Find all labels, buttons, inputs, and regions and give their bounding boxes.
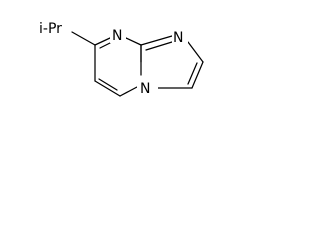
bond-c2-c3 [191, 61, 204, 89]
bond-n8-c8a [125, 37, 142, 46]
atom-label-n-bridgehead: N [140, 81, 150, 97]
bond-c7-n8 [94, 37, 111, 46]
molecule-structure: i-Pr N N N [39, 21, 204, 97]
pyrimidine-ring [94, 37, 142, 97]
atom-label-n-pyrimidine: N [112, 28, 122, 44]
bond-c5-c6-inner [98, 78, 118, 91]
bond-c5-c6 [94, 80, 121, 97]
bond-n4-c5 [119, 86, 138, 97]
imidazole-ring [140, 35, 204, 89]
bond-c2-c3-inner [187, 62, 198, 85]
atom-label-n-imidazole: N [173, 30, 183, 46]
bond-n1-c2 [187, 41, 204, 63]
bond-c7-ipr [71, 31, 96, 46]
bond-c7-n8-inner [99, 42, 111, 49]
bond-c8a-n1 [140, 35, 173, 46]
bond-c8a-n1-inner [145, 41, 173, 51]
isopropyl-label: i-Pr [39, 21, 62, 37]
